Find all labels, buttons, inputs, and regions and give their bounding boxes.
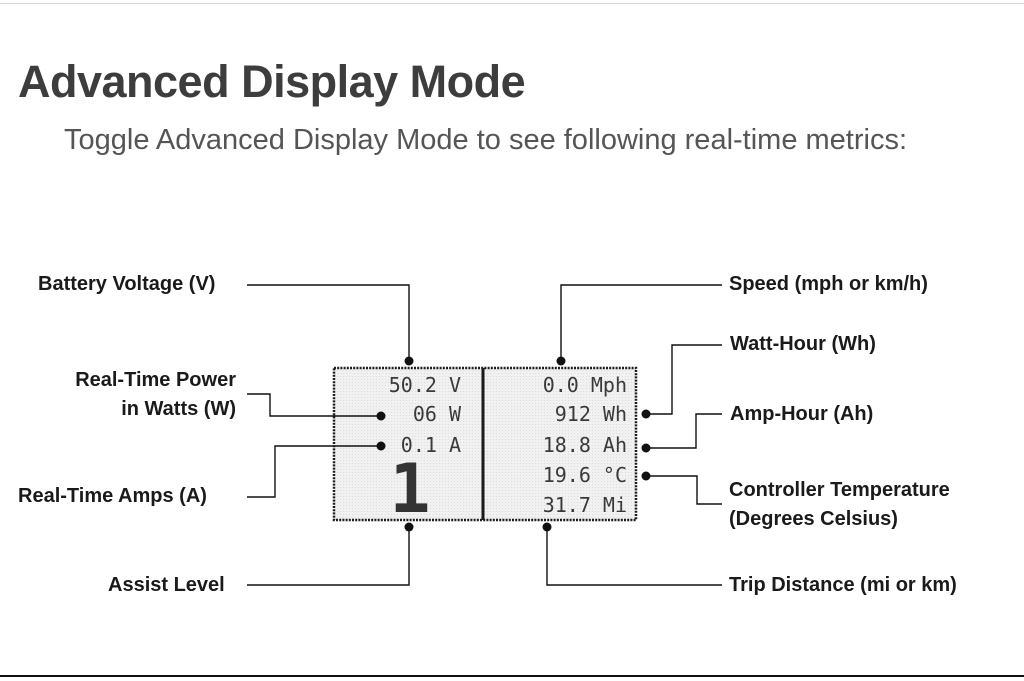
watt-hour-leader — [648, 344, 722, 415]
power-label-line1: Real-Time Power — [75, 369, 236, 391]
trip-distance-dot — [542, 522, 552, 532]
lcd-speed-value: 0.0 Mph — [543, 373, 627, 397]
lcd-display: 50.2 V 06 W 0.1 A 1 0.0 Mph 912 Wh 18.8 … — [332, 366, 638, 529]
controller-temp-leader — [648, 475, 722, 505]
assist-level-dot — [404, 522, 414, 532]
power-dot — [376, 411, 386, 421]
bottom-divider — [0, 675, 1024, 677]
amp-hour-label: Amp-Hour (Ah) — [730, 403, 874, 425]
lcd-temperature-value: 19.6 °C — [543, 463, 627, 487]
power-label-line2: in Watts (W) — [121, 398, 236, 420]
battery-voltage-label: Battery Voltage (V) — [38, 273, 216, 295]
amp-hour-dot — [641, 443, 651, 453]
controller-temp-label-line2: (Degrees Celsius) — [729, 508, 898, 530]
lcd-amp-hour-value: 18.8 Ah — [543, 433, 627, 457]
amps-label: Real-Time Amps (A) — [18, 485, 207, 507]
speed-label: Speed (mph or km/h) — [729, 273, 928, 295]
power-label: Real-Time Power in Watts (W) — [30, 366, 236, 424]
lcd-voltage-value: 50.2 V — [389, 373, 461, 397]
power-leader — [247, 393, 378, 417]
controller-temp-label-line1: Controller Temperature — [729, 479, 950, 501]
battery-voltage-dot — [404, 356, 414, 366]
lcd-power-value: 06 W — [413, 402, 462, 426]
trip-distance-leader — [546, 528, 722, 586]
trip-distance-label: Trip Distance (mi or km) — [729, 574, 957, 596]
top-divider — [0, 3, 1024, 4]
amps-dot — [376, 441, 386, 451]
page-title: Advanced Display Mode — [18, 56, 526, 107]
lcd-amps-value: 0.1 A — [401, 433, 461, 457]
watt-hour-label: Watt-Hour (Wh) — [730, 333, 876, 355]
page-subtitle: Toggle Advanced Display Mode to see foll… — [64, 124, 908, 156]
watt-hour-dot — [641, 409, 651, 419]
controller-temp-dot — [641, 471, 651, 481]
battery-voltage-leader — [247, 284, 410, 360]
assist-level-leader — [247, 528, 410, 586]
amp-hour-leader — [648, 413, 722, 449]
speed-leader — [560, 284, 722, 360]
speed-dot — [556, 356, 566, 366]
lcd-assist-level-value: 1 — [390, 450, 431, 529]
amps-leader — [247, 445, 378, 498]
lcd-watt-hour-value: 912 Wh — [555, 402, 627, 426]
assist-level-label: Assist Level — [108, 574, 225, 596]
lcd-distance-value: 31.7 Mi — [543, 493, 627, 517]
controller-temp-label: Controller Temperature (Degrees Celsius) — [729, 476, 950, 534]
